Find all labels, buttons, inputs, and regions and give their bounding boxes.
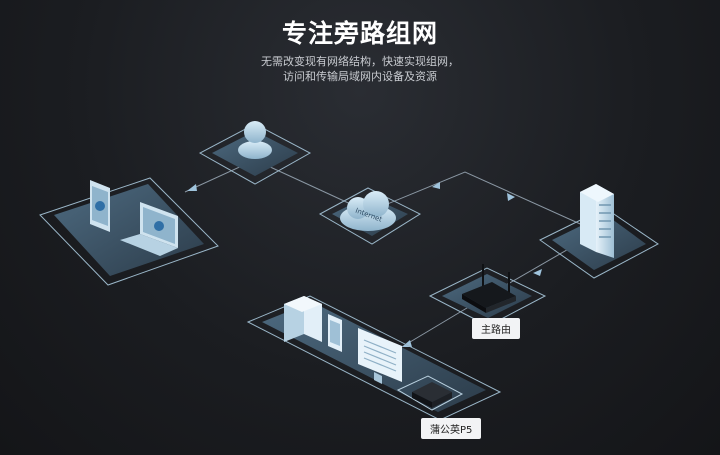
arrow-to-office (402, 340, 412, 347)
arrows (187, 182, 542, 347)
router-icon (462, 264, 516, 313)
subtitle-line-2: 访问和传输局域网内设备及资源 (283, 70, 437, 83)
internet-node: Internet (318, 187, 422, 245)
devices-node (39, 177, 219, 286)
arrow-to-devices (187, 184, 197, 191)
subtitle-line-1: 无需改变现有网络结构，快速实现组网， (261, 55, 459, 68)
p5-device-label: 蒲公英P5 (421, 418, 482, 439)
server-box-icon (284, 296, 322, 342)
p5-device-icon (412, 382, 452, 408)
arrow-to-server (507, 193, 515, 201)
server-node (539, 184, 659, 279)
connection-lines (184, 159, 599, 349)
router-label: 主路由 (472, 318, 520, 339)
user-node (198, 121, 312, 185)
user-icon (238, 121, 272, 159)
page-title: 专注旁路组网 (281, 19, 438, 48)
monitor-icon (358, 328, 402, 384)
arrow-to-cloud-right (432, 182, 440, 189)
laptop-icon (120, 202, 178, 256)
cloud-icon: Internet (340, 191, 396, 231)
line-cloud-to-server (367, 171, 599, 233)
building-icon (580, 184, 614, 258)
phone-icon (328, 314, 342, 352)
office-node (246, 295, 502, 421)
arrow-to-router (533, 269, 542, 276)
router-node (428, 264, 547, 327)
tablet-icon (90, 180, 110, 232)
